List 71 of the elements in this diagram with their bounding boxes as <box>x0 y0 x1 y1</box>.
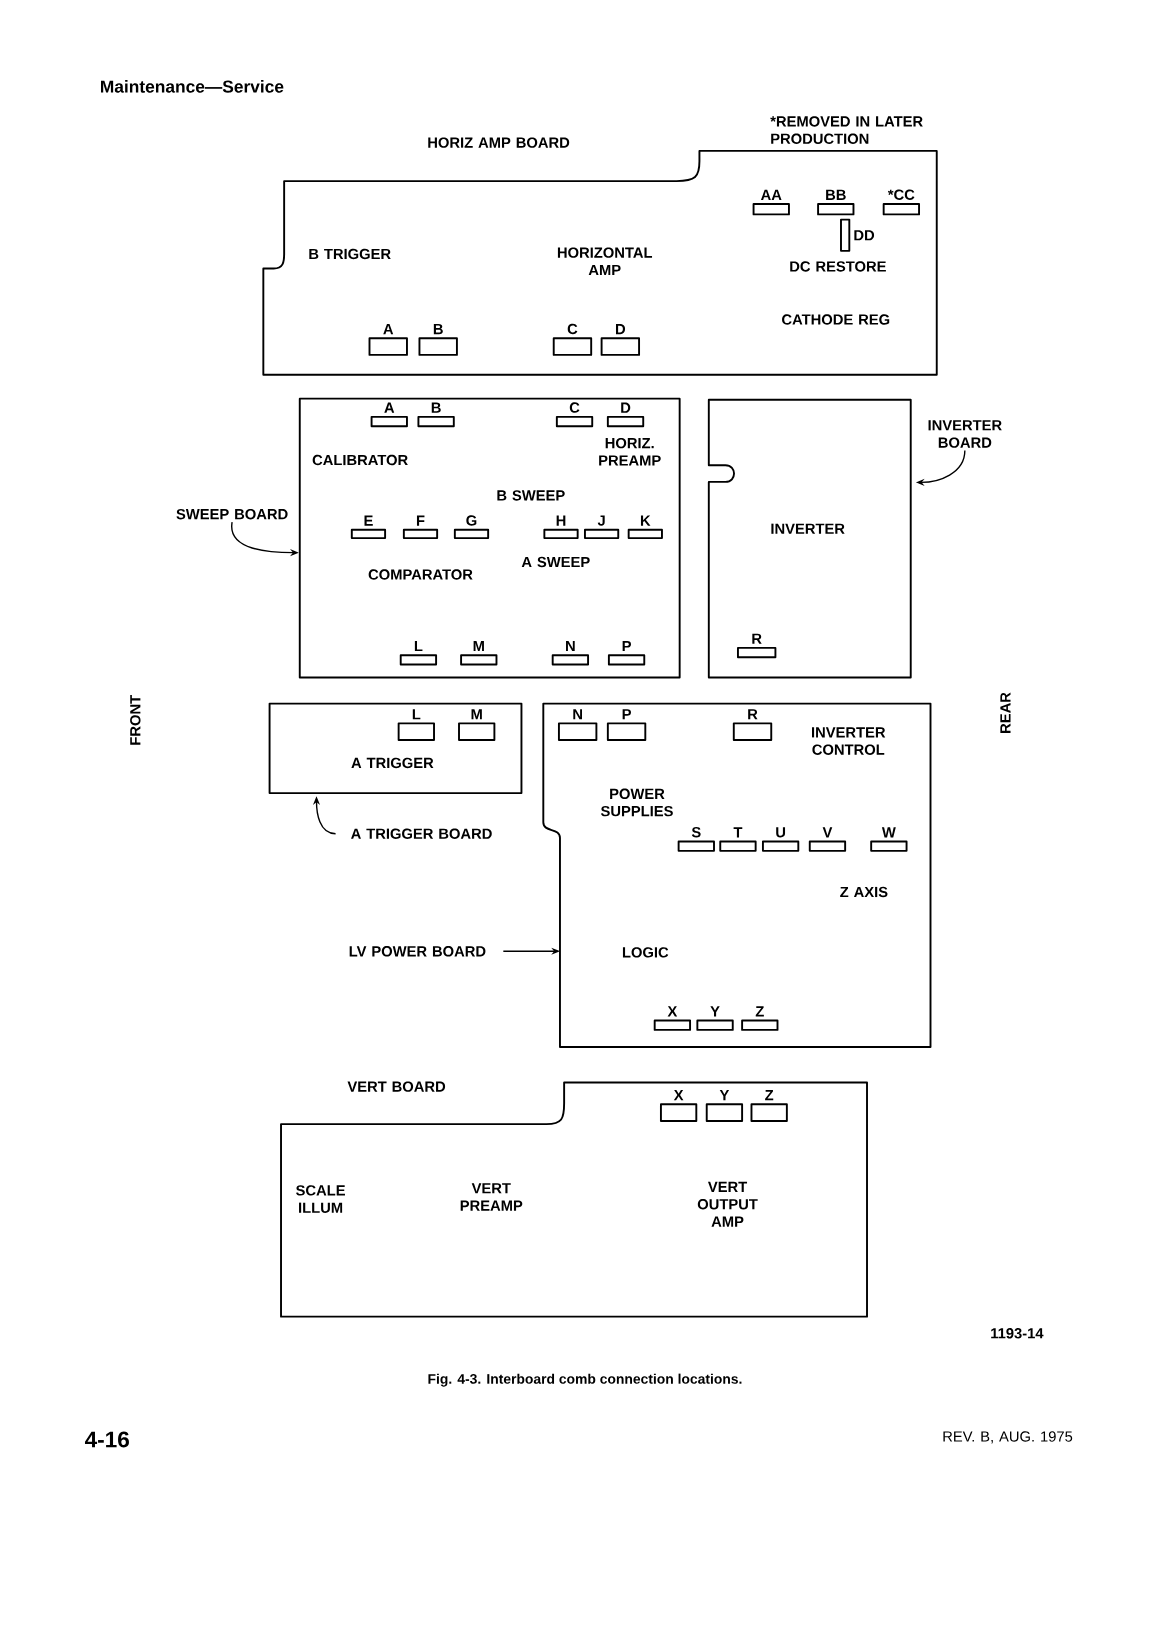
connector-label: M <box>471 709 482 720</box>
connector-label: U <box>776 827 785 838</box>
section-label: A TRIGGER <box>351 757 434 769</box>
connector-label: Z <box>765 1090 774 1101</box>
connector-label: J <box>597 515 605 526</box>
connector-label: Y <box>710 1006 720 1017</box>
connector-label: T <box>733 827 743 838</box>
connector-label: N <box>573 709 582 720</box>
connector-label: A <box>384 402 395 413</box>
note-text: REV. B, AUG. 1975 <box>943 1431 1073 1444</box>
section-label: B TRIGGER <box>309 248 391 260</box>
note-text: 4-16 <box>84 1431 129 1448</box>
note-text: *REMOVED IN LATER PRODUCTION <box>770 116 923 144</box>
section-label: CATHODE REG <box>781 314 890 325</box>
connector-label: X <box>667 1006 678 1017</box>
connector-label: DD <box>854 230 874 241</box>
connector-label: *CC <box>887 189 915 200</box>
section-label: HORIZ AMP BOARD <box>428 137 570 148</box>
board-label: A TRIGGER BOARD <box>350 828 492 839</box>
connector-label: S <box>691 827 701 838</box>
section-label: INVERTER <box>771 523 845 534</box>
connector-label: D <box>615 324 625 335</box>
note-text: REAR <box>1000 692 1011 733</box>
connector-label: M <box>473 640 484 652</box>
connector-label: B <box>433 324 443 335</box>
figure-caption: Fig. 4-3. Interboard comb connection locations. <box>428 1373 742 1387</box>
section-label: Z AXIS <box>840 886 888 898</box>
section-label: SCALE ILLUM <box>295 1185 345 1213</box>
section-label: COMPARATOR <box>368 569 473 580</box>
connector-label: K <box>640 515 651 526</box>
section-label: HORIZONTAL AMP <box>557 247 652 276</box>
connector-label: B <box>431 402 441 413</box>
connector-label: P <box>622 640 631 652</box>
connector-label: Y <box>719 1090 729 1101</box>
connector-label: X <box>673 1090 684 1101</box>
connector-label: R <box>748 709 758 720</box>
section-label: B SWEEP <box>497 490 565 501</box>
section-label: VERT OUTPUT AMP <box>697 1181 758 1227</box>
connector-label: F <box>416 515 425 526</box>
board-label: SWEEP BOARD <box>176 508 288 520</box>
connector-label: H <box>556 515 566 526</box>
section-label: VERT PREAMP <box>460 1183 523 1211</box>
section-label: INVERTER CONTROL <box>811 727 886 755</box>
connector-label: AA <box>760 189 782 200</box>
connector-label: C <box>567 323 578 335</box>
connector-label: L <box>412 709 421 720</box>
connector-label: N <box>565 640 575 652</box>
note-text: FRONT <box>130 695 141 745</box>
connector-label: A <box>383 324 394 335</box>
section-label: DC RESTORE <box>790 261 886 272</box>
section-label: VERT BOARD <box>347 1081 445 1092</box>
connector-label: L <box>414 640 423 652</box>
section-label: LOGIC <box>622 947 669 958</box>
connector-label: V <box>822 827 833 838</box>
note-text: 1193-14 <box>991 1328 1044 1339</box>
connector-label: E <box>364 515 373 526</box>
board-label: LV POWER BOARD <box>349 946 486 957</box>
section-label: HORIZ. PREAMP <box>599 437 661 466</box>
connector-label: C <box>569 402 580 413</box>
connector-label: BB <box>826 189 846 200</box>
board-label: INVERTER BOARD <box>928 420 1002 448</box>
connector-label: P <box>622 709 631 720</box>
connector-label: R <box>752 633 762 644</box>
section-label: CALIBRATOR <box>312 454 408 466</box>
connector-label: Z <box>755 1006 764 1017</box>
page-header: Maintenance—Service <box>100 80 284 93</box>
section-label: POWER SUPPLIES <box>600 788 673 817</box>
connector-label: W <box>881 827 896 838</box>
connector-label: D <box>621 402 631 413</box>
section-label: A SWEEP <box>521 556 590 568</box>
connector-label: G <box>466 515 477 526</box>
